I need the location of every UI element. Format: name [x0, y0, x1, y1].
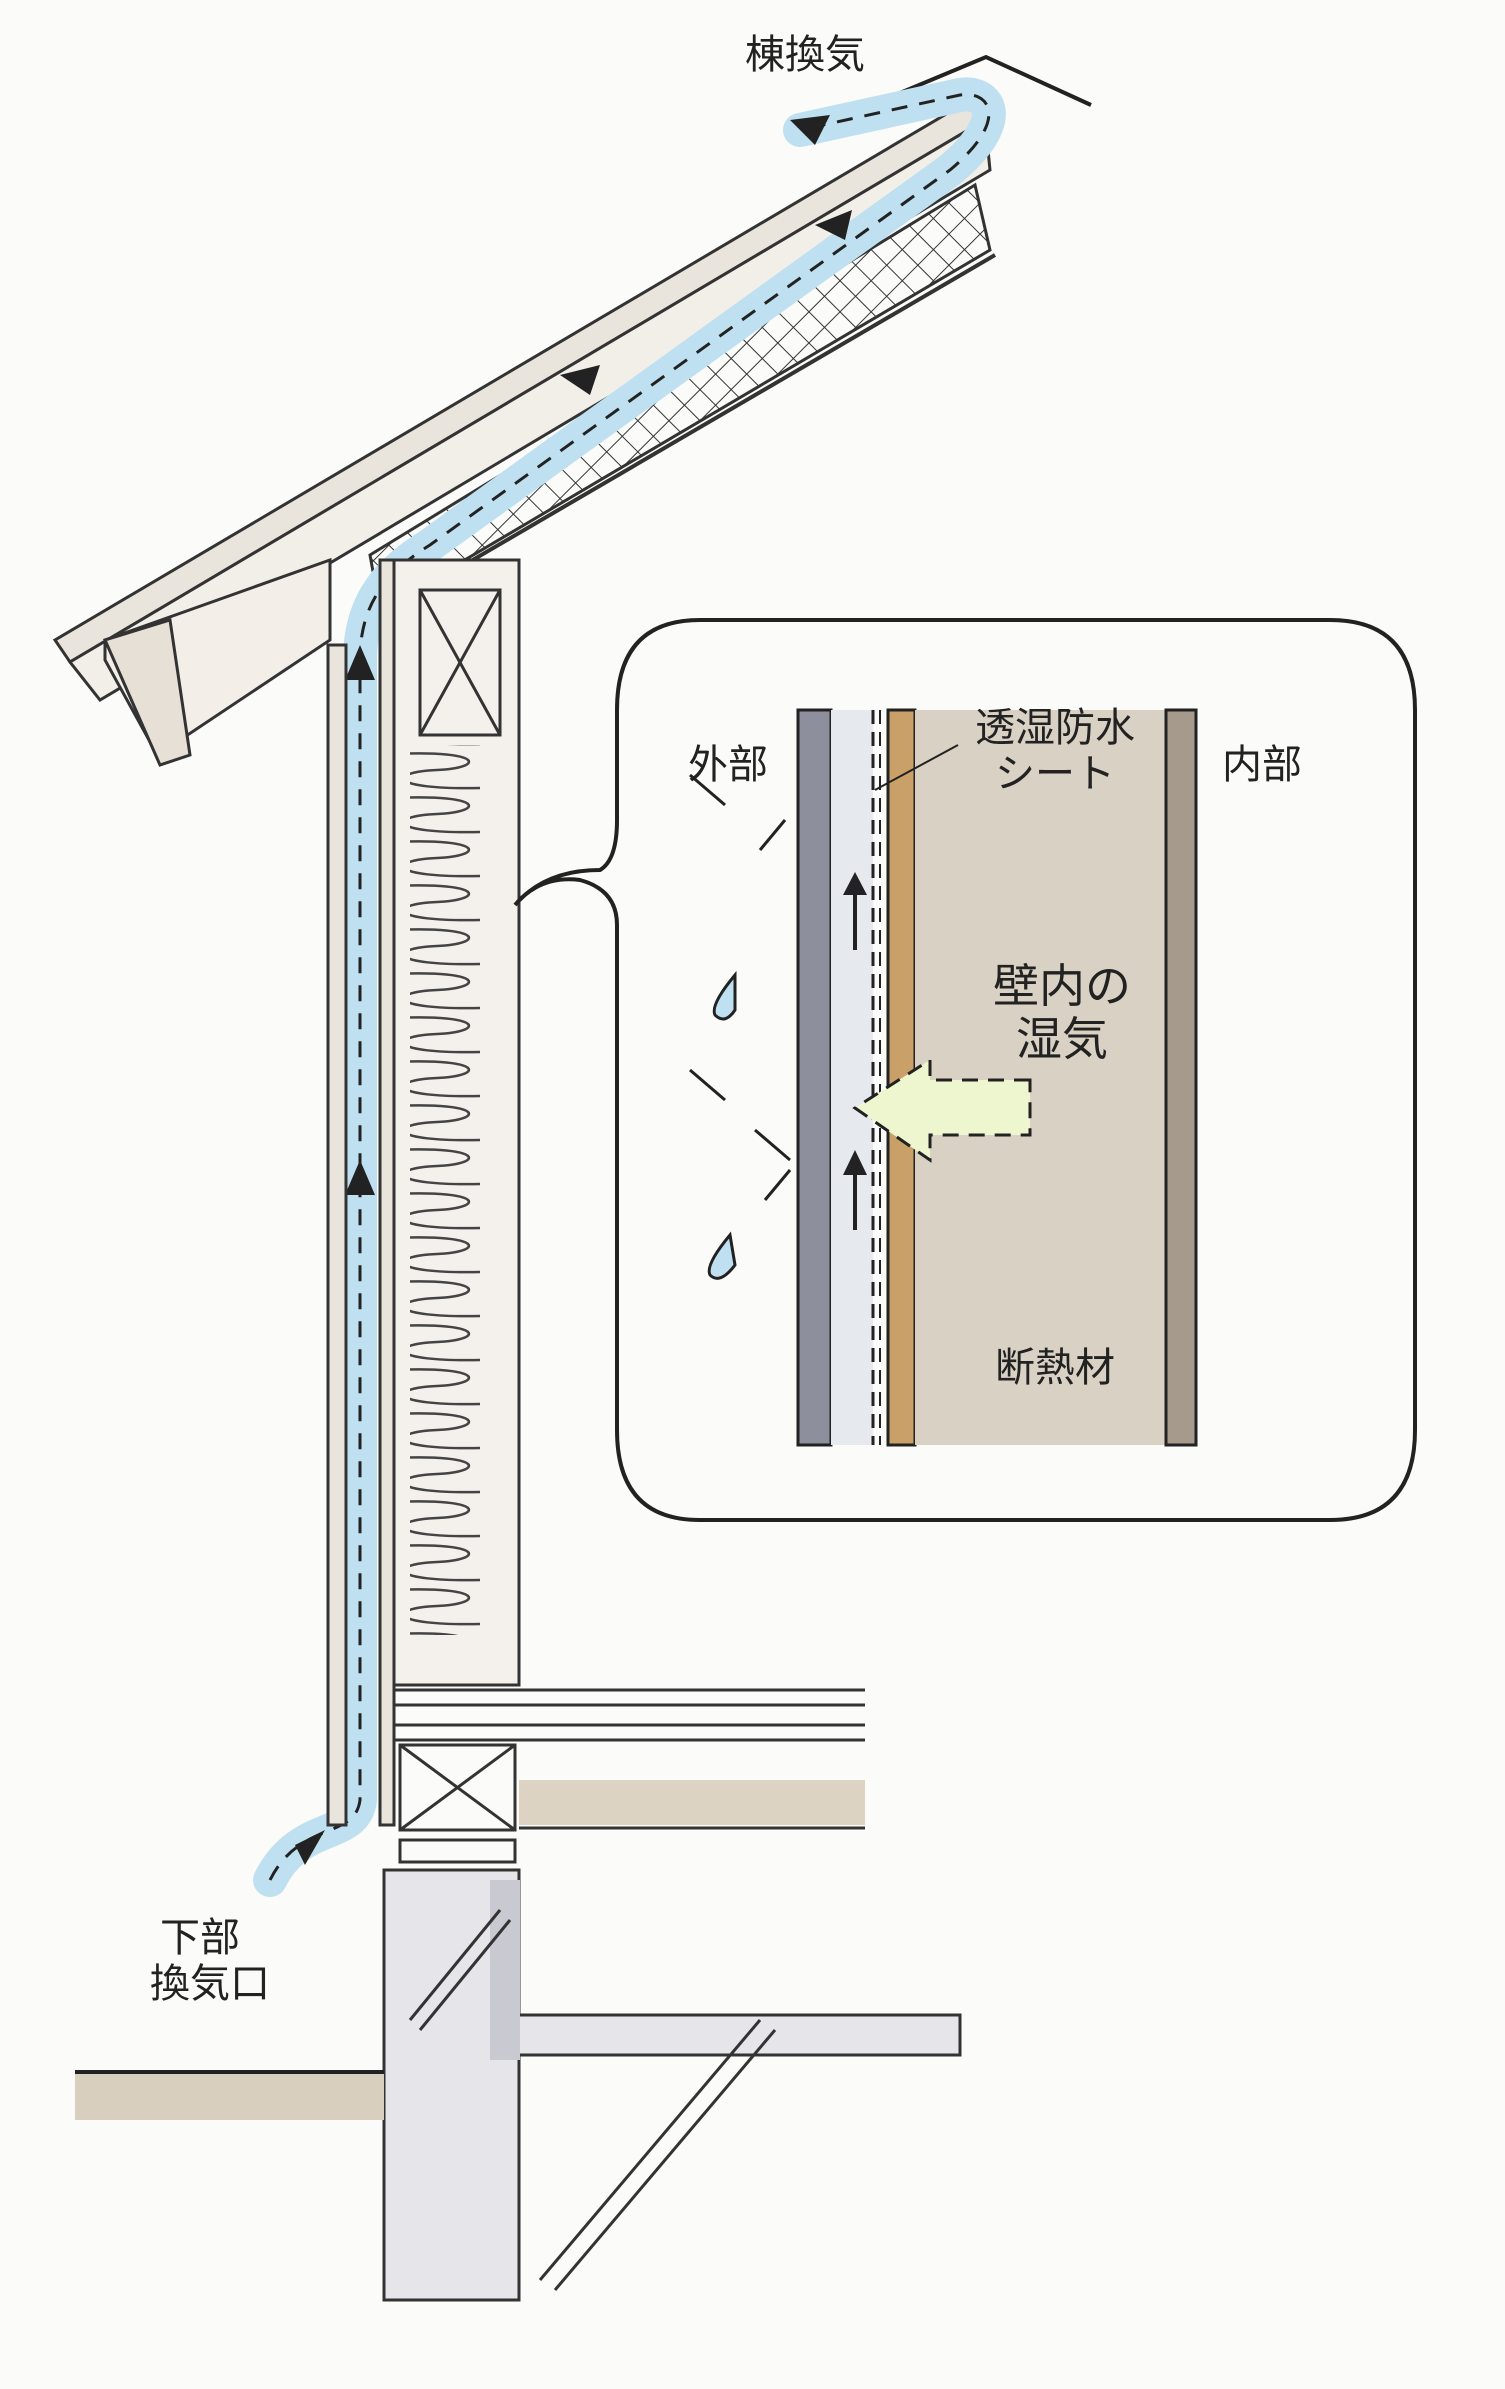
label-lower-vent-line1: 下部	[160, 1915, 240, 1961]
arrow-icon	[295, 1830, 325, 1865]
arrow-up-icon	[843, 1150, 867, 1175]
wall-section	[326, 558, 521, 1827]
label-wall-moisture-line2: 湿気	[1016, 1011, 1108, 1066]
arrow-icon	[790, 115, 830, 145]
rain-icon	[689, 773, 792, 1280]
label-membrane-line1: 透湿防水	[975, 705, 1135, 751]
arrow-up-icon	[843, 872, 867, 895]
label-wall-moisture: 壁内の 湿気	[993, 960, 1131, 1066]
label-exterior: 外部	[688, 742, 768, 788]
arrow-up-icon	[345, 645, 375, 680]
arrow-up-icon	[345, 1160, 375, 1195]
moisture-arrow	[852, 1057, 1032, 1163]
interior-board	[1164, 708, 1198, 1447]
label-insulation: 断熱材	[995, 1345, 1115, 1391]
insulation-fill	[915, 710, 1166, 1445]
arrow-icon	[815, 210, 852, 240]
label-membrane-line2: シート	[995, 751, 1115, 797]
exterior-board	[796, 708, 833, 1447]
floor-structure	[394, 1688, 865, 1864]
vent-cavity	[831, 710, 873, 1445]
ridge-cap	[887, 54, 1092, 107]
label-lower-vent-line2: 換気口	[150, 1961, 270, 2007]
label-wall-moisture-line1: 壁内の	[993, 959, 1131, 1013]
label-membrane: 透湿防水 シート	[975, 705, 1135, 797]
arrow-icon	[560, 365, 600, 395]
label-ridge-vent: 棟換気	[745, 32, 865, 78]
detail-callout	[513, 618, 1417, 1522]
label-lower-vent: 下部 換気口	[150, 1915, 270, 2007]
label-interior: 内部	[1222, 742, 1302, 788]
foundation	[75, 1868, 962, 2302]
